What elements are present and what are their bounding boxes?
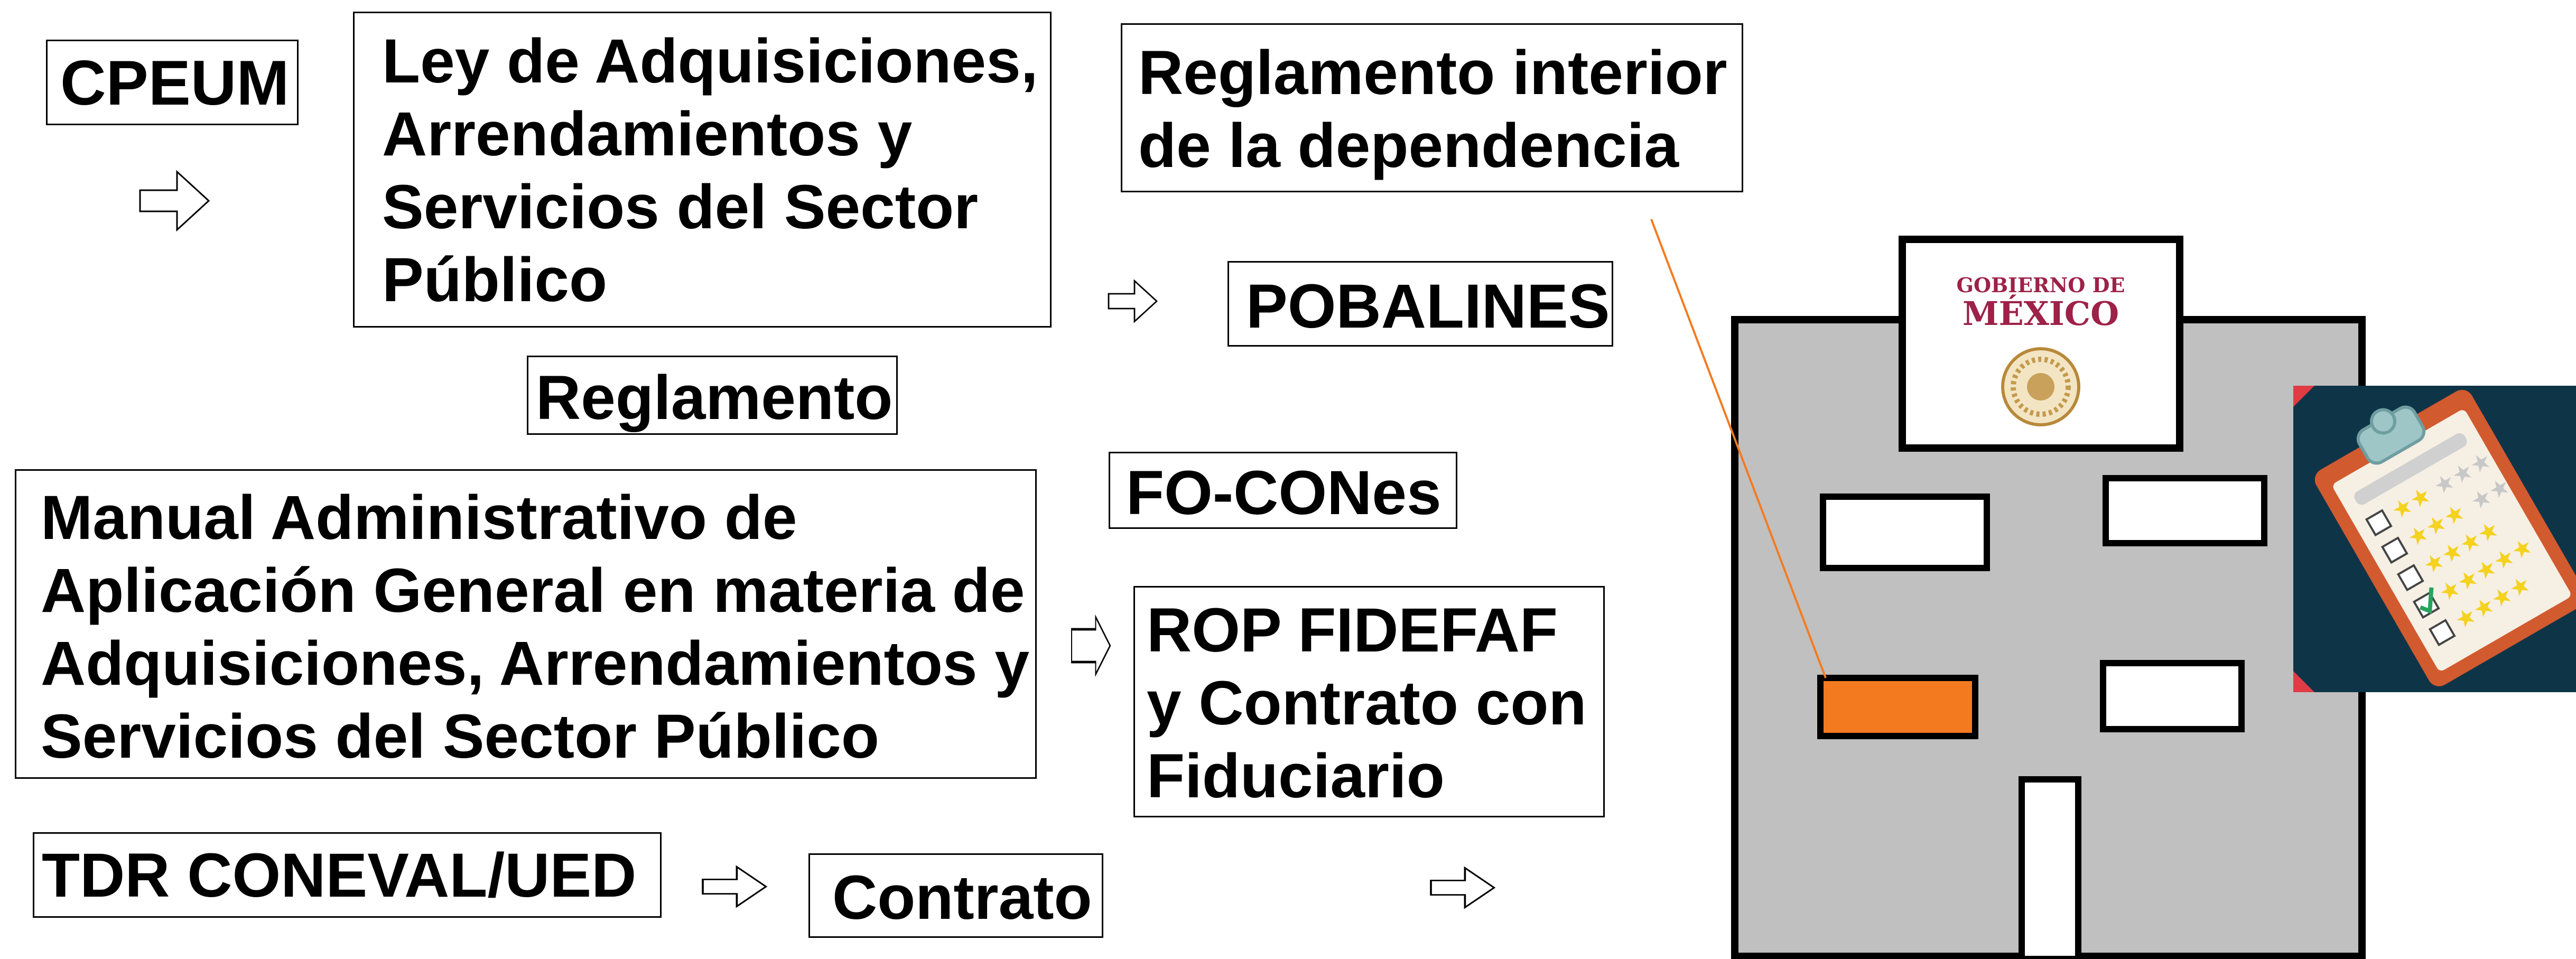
reglamento-box: Reglamento (527, 356, 898, 435)
gobierno-de-mexico-seal-icon (2001, 347, 2080, 426)
building-window (2100, 660, 2245, 732)
hollow-arrow-icon (702, 865, 768, 908)
sign-text-line1: GOBIERNO DE (1957, 273, 2125, 297)
hollow-arrow-icon (1108, 279, 1158, 323)
highlighted-office-window (1817, 675, 1978, 739)
hollow-arrow-icon (1430, 866, 1496, 909)
ley-adquisiciones-box: Ley de Adquisiciones, Arrendamientos y S… (353, 12, 1052, 328)
building-window (1820, 494, 1990, 571)
connector-line (1650, 219, 1827, 678)
fo-cones-box: FO-CONes (1109, 452, 1457, 529)
tdr-coneval-box: TDR CONEVAL/UED (33, 832, 662, 918)
building-window (2103, 475, 2267, 546)
evaluation-clipboard-icon: ★★ ★★★ ★★★ ★★ ★★★★ ★★★★★ ★★★★ (2293, 386, 2576, 692)
hollow-arrow-icon (1071, 614, 1111, 677)
rop-fidefaf-box: ROP FIDEFAF y Contrato con Fiduciario (1133, 586, 1605, 817)
hollow-arrow-icon (139, 171, 210, 231)
building-door (2019, 776, 2081, 959)
reglamento-interior-box: Reglamento interior de la dependencia (1121, 23, 1743, 192)
contrato-box: Contrato (808, 853, 1103, 938)
cpeum-box: CPEUM (46, 40, 299, 125)
pobalines-box: POBALINES (1227, 261, 1613, 347)
sign-text-line2: MÉXICO (1963, 294, 2119, 333)
building-illustration: GOBIERNO DE MÉXICO (1731, 236, 2366, 959)
manual-administrativo-box: Manual Administrativo de Aplicación Gene… (15, 469, 1037, 779)
